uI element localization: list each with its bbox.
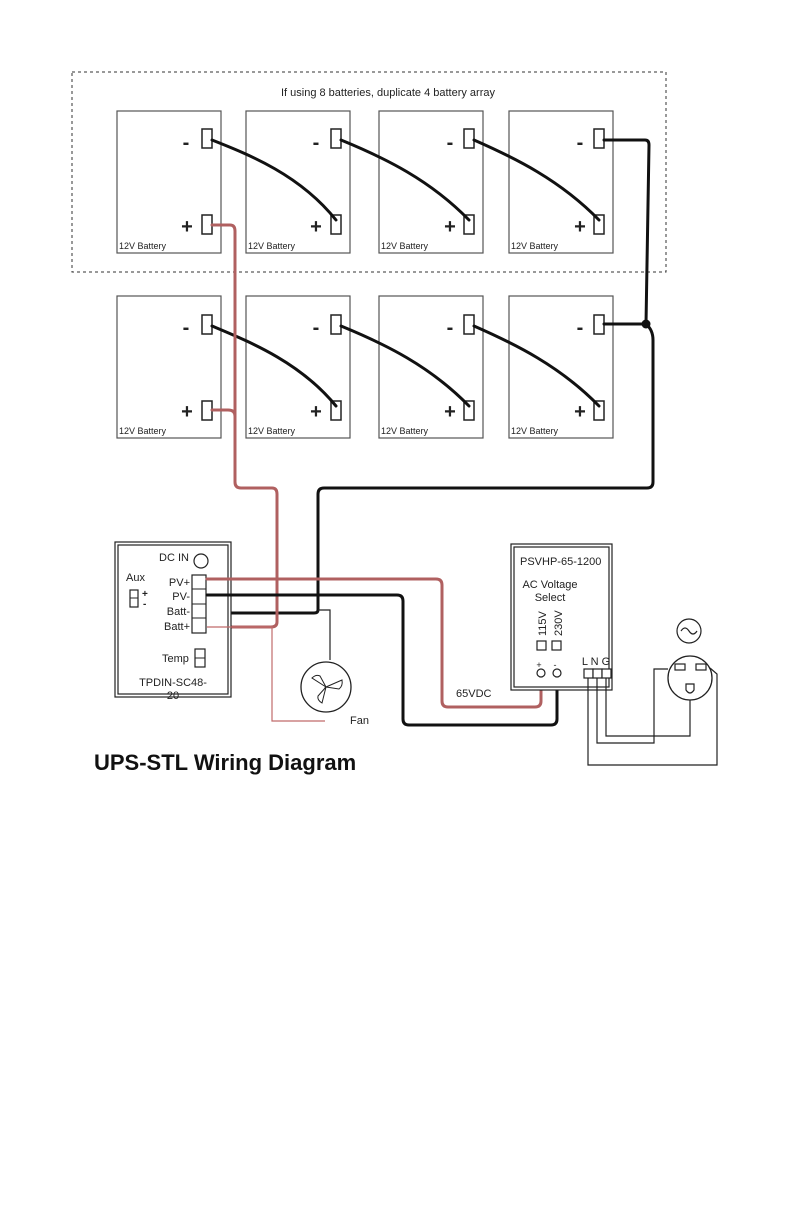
svg-text:-: - xyxy=(143,599,146,610)
svg-text:12V Battery: 12V Battery xyxy=(248,426,296,436)
charge-controller: DC IN Aux + - PV+ PV- Batt- Batt+ Temp T… xyxy=(114,541,232,702)
terminal-n xyxy=(592,668,603,679)
power-supply: PSVHP-65-1200 AC Voltage Select 115V 230… xyxy=(510,543,613,691)
battery-bottom-3: - + 12V Battery xyxy=(378,295,484,439)
batt-positive-wire xyxy=(205,223,279,629)
svg-text:12V Battery: 12V Battery xyxy=(119,426,167,436)
svg-text:+: + xyxy=(444,401,456,423)
jumper-top-2-3 xyxy=(339,138,471,222)
temp-label: Temp xyxy=(162,653,189,665)
psu-model: PSVHP-65-1200 xyxy=(520,556,601,568)
fan: Fan xyxy=(300,661,369,727)
batt-minus-label: Batt- xyxy=(167,606,191,618)
dc-minus-terminal xyxy=(552,668,562,678)
svg-text:-: - xyxy=(447,132,454,154)
ac-select-line1: AC Voltage xyxy=(522,579,577,591)
svg-text:-: - xyxy=(554,660,557,670)
controller-model-line1: TPDIN-SC48- xyxy=(139,677,207,689)
ac-neutral-wire xyxy=(596,668,668,744)
svg-text:+: + xyxy=(310,216,322,238)
pv-minus-label: PV- xyxy=(172,591,190,603)
batt-positive-bottom-wire xyxy=(210,408,237,418)
svg-text:12V Battery: 12V Battery xyxy=(381,426,429,436)
ac-line-wire xyxy=(605,678,691,737)
v115-label: 115V xyxy=(537,610,549,636)
battery-top-1: - + 12V Battery xyxy=(116,110,222,254)
jumper-top-1-2 xyxy=(210,138,338,222)
dc-in-label: DC IN xyxy=(159,552,189,564)
jumper-bottom-1-2 xyxy=(210,324,338,408)
switch-115v xyxy=(536,640,547,651)
pv-positive-wire xyxy=(205,577,543,709)
svg-text:-: - xyxy=(447,317,454,339)
ac-ground-wire xyxy=(587,667,718,766)
svg-text:+: + xyxy=(181,216,193,238)
svg-text:12V Battery: 12V Battery xyxy=(248,241,296,251)
svg-text:+: + xyxy=(574,401,586,423)
svg-text:12V Battery: 12V Battery xyxy=(381,241,429,251)
neg-bus-top xyxy=(602,138,651,326)
svg-text:-: - xyxy=(577,132,584,154)
battery-bottom-4: - + 12V Battery xyxy=(508,295,614,439)
svg-text:+: + xyxy=(142,589,148,600)
svg-text:+: + xyxy=(536,660,541,670)
svg-text:+: + xyxy=(444,216,456,238)
duplicate-array-box xyxy=(71,71,667,273)
fan-negative-wire xyxy=(318,609,331,660)
fan-positive-wire xyxy=(207,626,325,722)
v230-label: 230V xyxy=(553,610,565,636)
battery-top-3: - + 12V Battery xyxy=(378,110,484,254)
ac-select-line2: Select xyxy=(535,592,566,604)
ac-outlet-icon xyxy=(667,655,713,701)
switch-230v xyxy=(551,640,562,651)
controller-model-line2: 20 xyxy=(167,690,179,702)
svg-text:+: + xyxy=(181,401,193,423)
jumper-top-3-4 xyxy=(472,138,601,222)
svg-text:12V Battery: 12V Battery xyxy=(511,426,559,436)
lng-label: L N G xyxy=(582,656,610,668)
jumper-bottom-3-4 xyxy=(472,324,601,408)
svg-text:+: + xyxy=(574,216,586,238)
battery-bottom-1: - + 12V Battery xyxy=(116,295,222,439)
pv-plus-label: PV+ xyxy=(169,577,190,589)
svg-text:-: - xyxy=(183,317,190,339)
battery-top-4: - + 12V Battery xyxy=(508,110,614,254)
battery-bottom-2: - + 12V Battery xyxy=(245,295,351,439)
jumper-bottom-2-3 xyxy=(339,324,471,408)
dc-plus-terminal xyxy=(536,668,546,678)
svg-text:-: - xyxy=(577,317,584,339)
svg-text:-: - xyxy=(313,132,320,154)
svg-text:-: - xyxy=(313,317,320,339)
diagram-title: UPS-STL Wiring Diagram xyxy=(94,750,356,775)
fan-label: Fan xyxy=(350,715,369,727)
batt-negative-wire xyxy=(205,322,655,615)
aux-label: Aux xyxy=(126,572,145,584)
vdc-label: 65VDC xyxy=(456,688,492,700)
terminal-g xyxy=(601,668,612,679)
svg-text:12V Battery: 12V Battery xyxy=(119,241,167,251)
svg-text:12V Battery: 12V Battery xyxy=(511,241,559,251)
pv-negative-wire xyxy=(205,593,559,727)
battery-top-2: - + 12V Battery xyxy=(245,110,351,254)
svg-text:-: - xyxy=(183,132,190,154)
svg-text:+: + xyxy=(310,401,322,423)
array-note: If using 8 batteries, duplicate 4 batter… xyxy=(281,87,496,99)
terminal-l xyxy=(583,668,594,679)
batt-plus-label: Batt+ xyxy=(164,621,190,633)
dc-in-jack xyxy=(193,553,209,569)
